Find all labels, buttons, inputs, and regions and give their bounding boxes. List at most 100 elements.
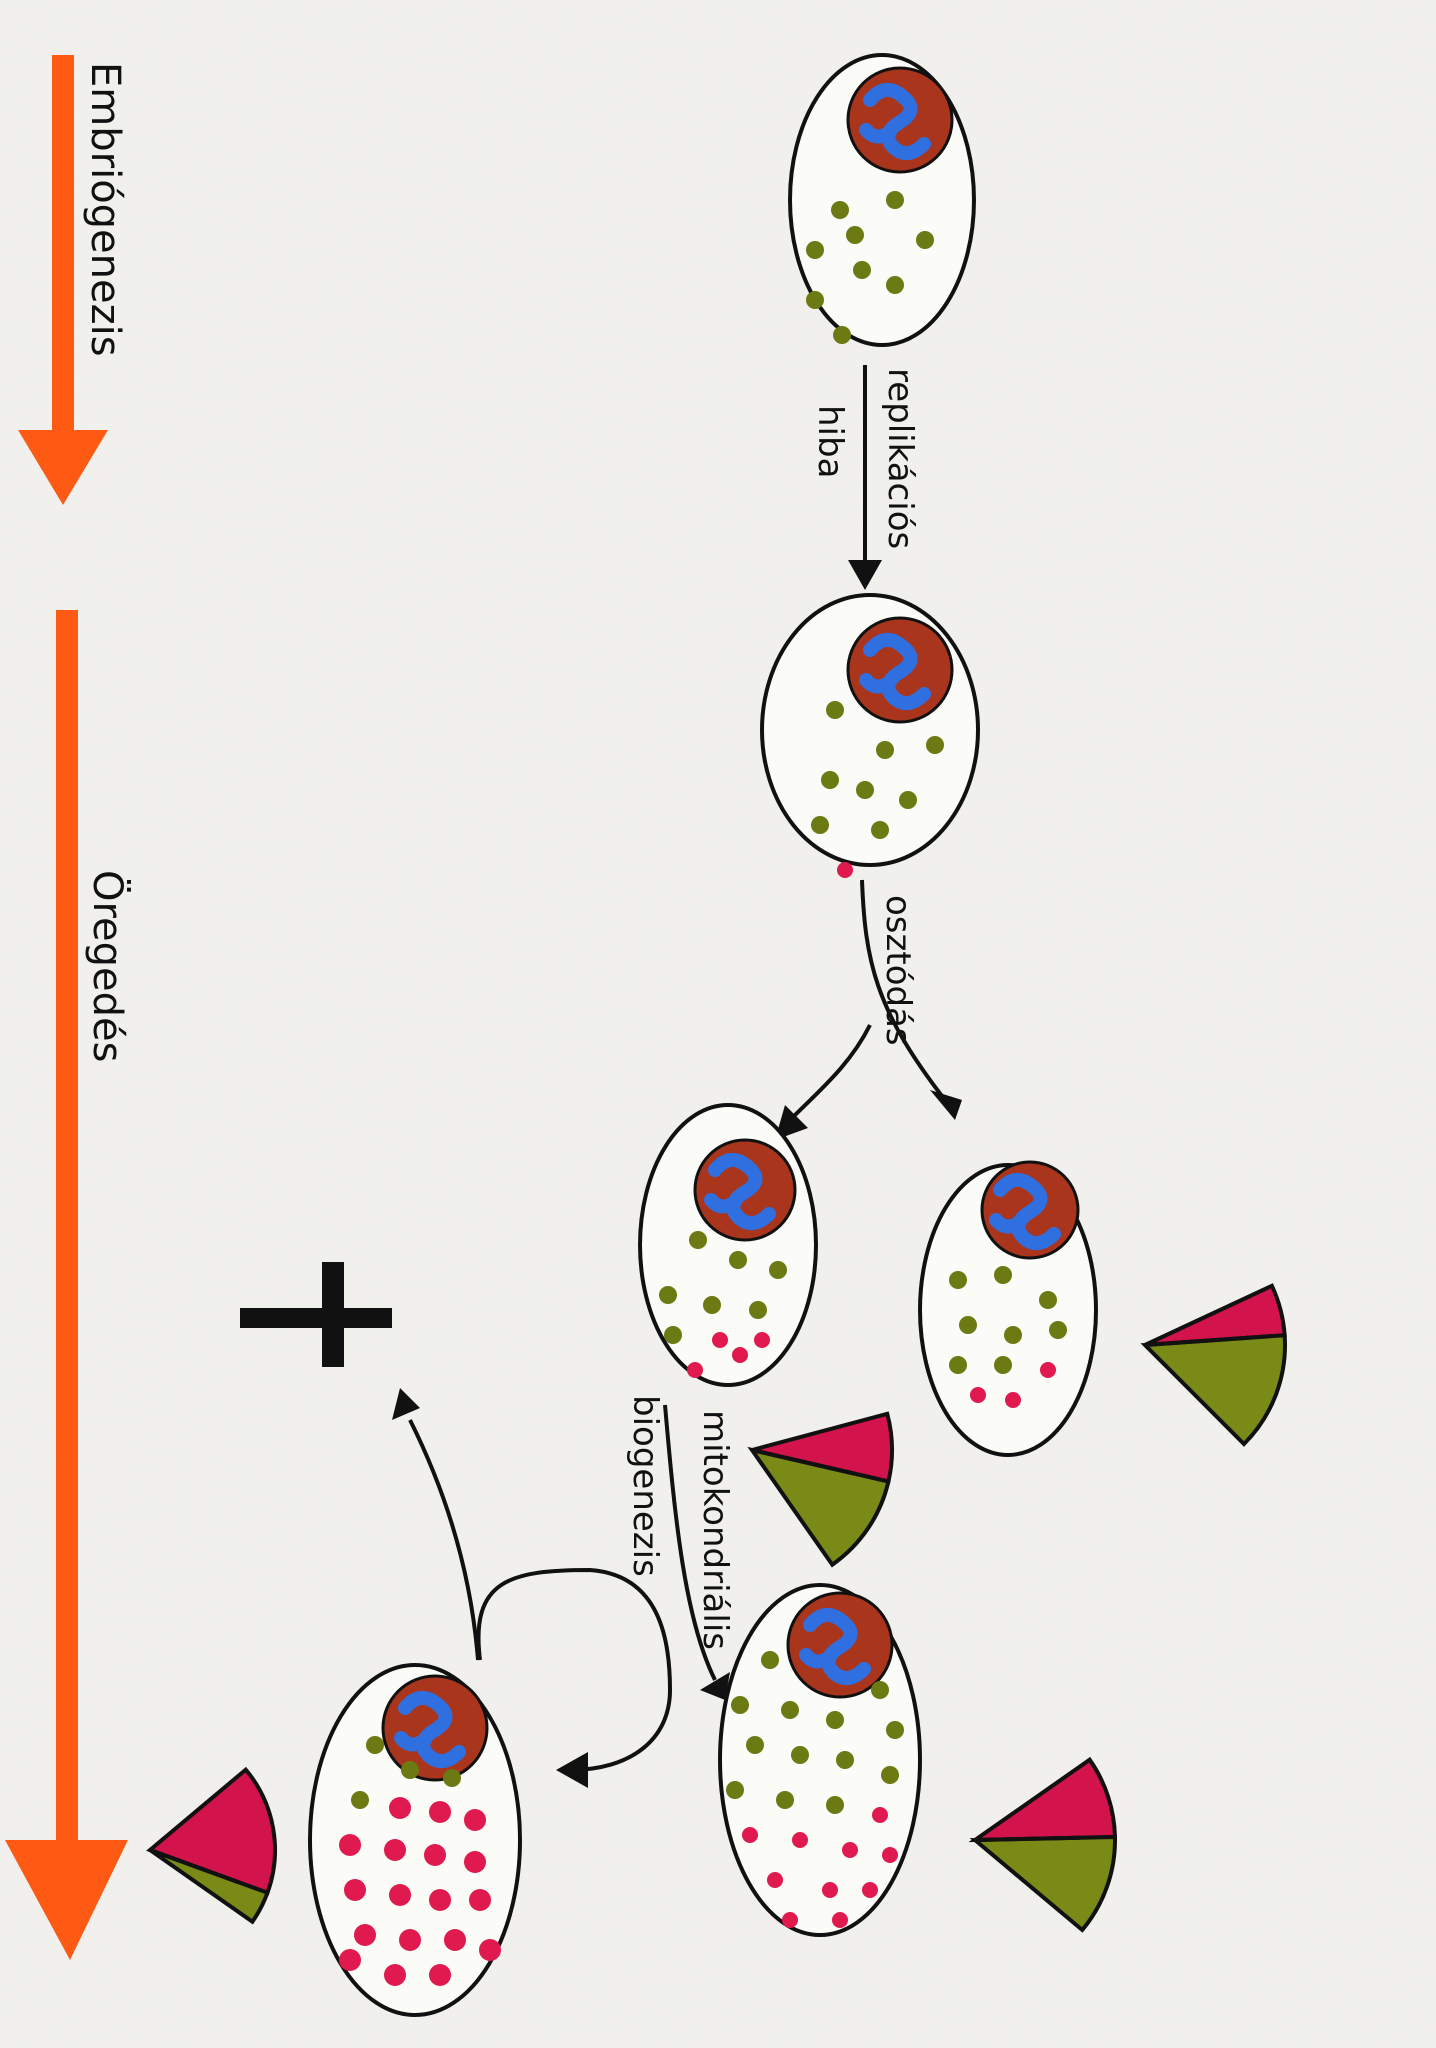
mutant-mitochondrion bbox=[479, 1939, 501, 1961]
embryogenesis-label: Embriógenezis bbox=[82, 62, 128, 357]
replication-arrowhead bbox=[848, 560, 882, 590]
healthy-mitochondrion bbox=[401, 1761, 419, 1779]
healthy-mitochondrion bbox=[1049, 1321, 1067, 1339]
aging-label: Öregedés bbox=[84, 870, 130, 1063]
cell-origin bbox=[788, 53, 976, 347]
mutant-mitochondrion bbox=[742, 1827, 758, 1843]
pie-daughter-right bbox=[1140, 1283, 1287, 1447]
healthy-mitochondrion bbox=[1039, 1291, 1057, 1309]
division-left-arrowhead bbox=[775, 1105, 808, 1140]
pie-pointer bbox=[149, 1848, 239, 1884]
healthy-mitochondrion bbox=[791, 1746, 809, 1764]
pie-after-biogenesis-right bbox=[968, 1756, 1118, 1933]
mutant-mitochondrion bbox=[384, 1964, 406, 1986]
mutant-mitochondrion bbox=[754, 1332, 770, 1348]
healthy-mitochondrion bbox=[806, 291, 824, 309]
division-right-arrowhead bbox=[930, 1090, 962, 1120]
healthy-mitochondrion bbox=[959, 1316, 977, 1334]
healthy-mitochondrion bbox=[916, 231, 934, 249]
mutant-mitochondrion bbox=[444, 1929, 466, 1951]
cells-group bbox=[308, 53, 1098, 2017]
pie-pointer bbox=[974, 1835, 1081, 1842]
mutant-mitochondrion bbox=[429, 1889, 451, 1911]
mutant-mitochondrion bbox=[767, 1872, 783, 1888]
nucleus-chromatin bbox=[859, 633, 931, 711]
division-arrow-right-shaft bbox=[860, 879, 947, 1102]
mutant-mitochondrion bbox=[339, 1949, 361, 1971]
nucleus-chromatin bbox=[799, 1608, 871, 1686]
cell-after-biogenesis-left bbox=[308, 1663, 522, 2017]
biogenesis-loop-arrow bbox=[476, 1567, 673, 1772]
mito-biogenesis-label-line1: mitokondriális bbox=[695, 1410, 735, 1650]
mutant-mitochondrion bbox=[384, 1839, 406, 1861]
embryogenesis-arrow bbox=[18, 55, 108, 505]
healthy-mitochondrion bbox=[664, 1326, 682, 1344]
healthy-mitochondrion bbox=[659, 1286, 677, 1304]
healthy-mitochondrion bbox=[994, 1356, 1012, 1374]
healthy-mitochondrion bbox=[729, 1251, 747, 1269]
pie-healthy-slice bbox=[747, 1446, 891, 1568]
mutant-mitochondrion bbox=[832, 1912, 848, 1928]
mutant-mitochondrion bbox=[339, 1834, 361, 1856]
healthy-mitochondrion bbox=[926, 736, 944, 754]
replication-error-label-line2: hiba bbox=[810, 405, 850, 479]
healthy-mitochondrion bbox=[749, 1301, 767, 1319]
nucleus-chromatin bbox=[989, 1173, 1061, 1251]
mutant-mitochondrion bbox=[344, 1879, 366, 1901]
healthy-mitochondrion bbox=[833, 326, 851, 344]
mutant-mitochondrion bbox=[389, 1884, 411, 1906]
death-arrow-shaft bbox=[408, 1419, 480, 1661]
healthy-mitochondrion bbox=[811, 816, 829, 834]
healthy-mitochondrion bbox=[806, 241, 824, 259]
healthy-mitochondrion bbox=[856, 781, 874, 799]
mutant-mitochondrion bbox=[399, 1929, 421, 1951]
death-arrowhead bbox=[392, 1388, 420, 1420]
pie-mutant-slice bbox=[146, 1766, 277, 1896]
mutant-mitochondrion bbox=[389, 1797, 411, 1819]
healthy-mitochondrion bbox=[781, 1701, 799, 1719]
pie-healthy-slice bbox=[969, 1834, 1117, 1933]
mutant-mitochondrion bbox=[429, 1801, 451, 1823]
pie-after-biogenesis-left bbox=[146, 1766, 277, 1925]
mutant-mitochondrion bbox=[822, 1882, 838, 1898]
healthy-mitochondrion bbox=[831, 201, 849, 219]
healthy-mitochondrion bbox=[836, 1751, 854, 1769]
mutant-mitochondrion bbox=[782, 1912, 798, 1928]
healthy-mitochondrion bbox=[876, 741, 894, 759]
healthy-mitochondrion bbox=[886, 191, 904, 209]
healthy-mitochondrion bbox=[899, 791, 917, 809]
mutant-mitochondrion bbox=[882, 1847, 898, 1863]
cell-daughter-left bbox=[638, 1103, 818, 1387]
healthy-mitochondrion bbox=[821, 771, 839, 789]
healthy-mitochondrion bbox=[726, 1781, 744, 1799]
healthy-mitochondrion bbox=[871, 821, 889, 839]
biogenesis-arrow-shaft bbox=[663, 1404, 717, 1681]
pie-pointer bbox=[751, 1448, 855, 1476]
cell-daughter-right bbox=[918, 1160, 1098, 1457]
healthy-mitochondrion bbox=[703, 1296, 721, 1314]
mutant-mitochondrion bbox=[464, 1851, 486, 1873]
nucleus-chromatin bbox=[394, 1691, 466, 1769]
pie-healthy-slice bbox=[148, 1848, 271, 1925]
mutant-mitochondrion bbox=[1005, 1392, 1021, 1408]
nucleus-chromatin bbox=[704, 1153, 776, 1231]
healthy-mitochondrion bbox=[886, 276, 904, 294]
nucleus-chromatin bbox=[859, 83, 931, 161]
division-arrow-left-shaft bbox=[788, 1024, 872, 1122]
healthy-mitochondrion bbox=[731, 1696, 749, 1714]
cell-after-replication-error bbox=[760, 593, 980, 878]
healthy-mitochondrion bbox=[761, 1651, 779, 1669]
arrowheads bbox=[392, 560, 962, 1788]
aging-arrow bbox=[5, 610, 128, 1960]
healthy-mitochondrion bbox=[351, 1791, 369, 1809]
healthy-mitochondrion bbox=[846, 226, 864, 244]
mutant-mitochondrion bbox=[837, 862, 853, 878]
healthy-mitochondrion bbox=[886, 1721, 904, 1739]
healthy-mitochondrion bbox=[443, 1769, 461, 1787]
healthy-mitochondrion bbox=[994, 1266, 1012, 1284]
mito-biogenesis-label-line2: biogenezis bbox=[625, 1395, 665, 1577]
mutant-mitochondrion bbox=[1040, 1362, 1056, 1378]
mutant-mitochondrion bbox=[464, 1809, 486, 1831]
